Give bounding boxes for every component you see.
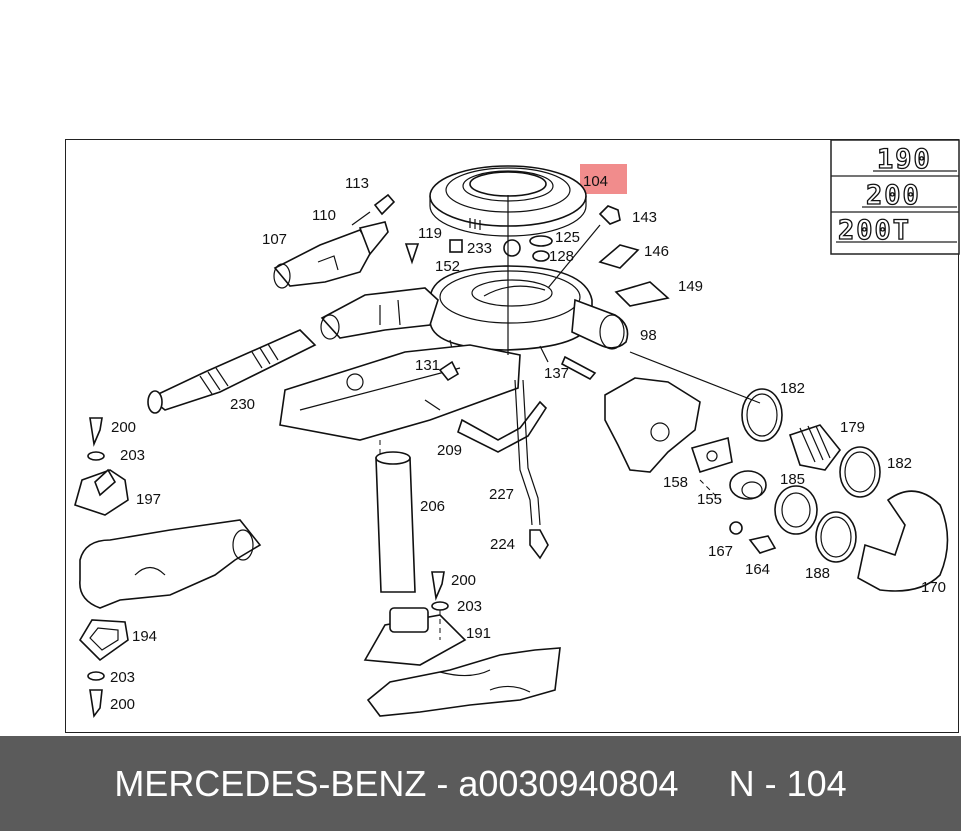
label-110: 110 [312,207,336,224]
footer-caption: MERCEDES-BENZ - a0030940804 N - 104 [0,736,961,831]
label-167: 167 [708,543,733,560]
gasket-194 [78,619,129,662]
intake-manifold [363,607,561,717]
manifold-left [79,519,262,609]
label-131: 131 [415,357,440,374]
breather-line [514,379,549,560]
clamp-182b [839,446,881,498]
part-labels: 113 110 107 119 233 125 128 152 104 143 … [110,173,946,713]
highlight-box [580,164,627,194]
label-155: 155 [697,491,722,508]
label-230: 230 [230,396,255,413]
footer-separator: - [426,762,459,804]
ring-155 [729,470,767,500]
corrugated-hose [147,329,317,414]
footer-gap [679,763,729,805]
label-182a: 182 [780,380,805,397]
label-113: 113 [345,175,369,192]
label-125: 125 [555,229,580,246]
label-206: 206 [420,498,445,515]
label-98: 98 [640,327,657,344]
model-variant-box: 190 200 200T [830,139,960,255]
ring-185 [774,485,818,535]
label-224: 224 [490,536,515,553]
inlet-duct [320,287,439,340]
label-188: 188 [805,565,830,582]
label-179: 179 [840,419,865,436]
label-203a: 203 [120,447,145,464]
label-119: 119 [418,225,442,242]
label-185: 185 [780,471,805,488]
label-194: 194 [132,628,157,645]
label-158: 158 [663,474,688,491]
valve-cover [279,344,521,441]
throttle-assembly [604,377,733,473]
small-hardware [87,193,777,719]
label-203c: 203 [110,669,135,686]
model-label-190: 190 [877,144,932,175]
hose-170 [857,490,949,592]
model-label-200: 200 [866,180,921,211]
label-107: 107 [262,231,287,248]
label-149: 149 [678,278,703,295]
label-170: 170 [921,579,946,596]
label-146: 146 [644,243,669,260]
label-128: 128 [549,248,574,265]
footer-brand: MERCEDES-BENZ [114,762,427,804]
label-209: 209 [437,442,462,459]
vent-hose [424,399,548,453]
footer-part-number: a0030940804 [458,762,679,804]
model-label-200t: 200T [838,215,911,246]
clamp-188 [815,511,857,563]
label-182b: 182 [887,455,912,472]
label-227: 227 [489,486,514,503]
connecting-pipe [375,451,416,593]
bellows-179 [788,424,842,471]
label-233: 233 [467,240,492,257]
air-filter-housing [429,265,629,363]
label-200c: 200 [110,696,135,713]
footer-ref: N - 104 [728,762,847,804]
clamp-182a [741,388,783,442]
label-104: 104 [583,173,608,190]
bracket-197 [74,468,129,516]
label-191: 191 [466,625,491,642]
label-200a: 200 [111,419,136,436]
label-137: 137 [544,365,569,382]
label-143: 143 [632,209,657,226]
label-152: 152 [435,258,460,275]
intake-snorkel [273,221,389,289]
label-164: 164 [745,561,770,578]
leader-lines [379,195,761,640]
label-203b: 203 [457,598,482,615]
label-197: 197 [136,491,161,508]
label-200b: 200 [451,572,476,589]
